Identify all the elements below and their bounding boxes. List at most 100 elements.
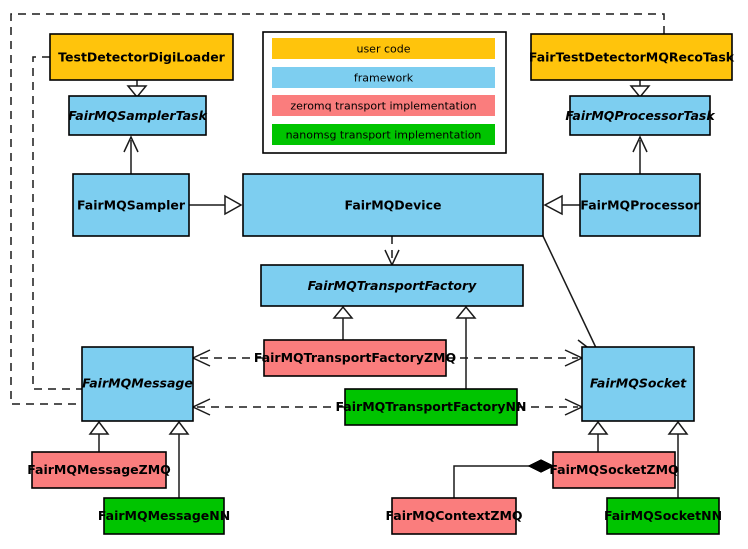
class-box-rect[interactable]	[260, 264, 524, 307]
node-layer: TestDetectorDigiLoader FairTestDetectorM…	[27, 33, 735, 535]
edge-recotask-to-processortask	[629, 80, 651, 99]
class-box-label: FairMQSocketNN	[604, 508, 722, 523]
class-box-fairmqsocket[interactable]: FairMQSocket	[581, 346, 695, 422]
edge-path	[453, 465, 540, 498]
edge-tfnn-to-transportfactory	[455, 305, 477, 389]
hollow-triangle-arrowhead	[224, 194, 243, 216]
class-box-rect[interactable]	[49, 33, 234, 81]
edge-digiloader-to-samplertask	[126, 80, 148, 99]
legend-item-user-code: user code	[272, 38, 495, 59]
class-box-rect[interactable]	[344, 388, 518, 426]
class-box-fairmqsocketzmq[interactable]: FairMQSocketZMQ	[549, 451, 679, 489]
hollow-triangle-arrowhead	[455, 305, 477, 319]
class-box-label: FairMQMessageZMQ	[27, 462, 171, 477]
class-box-label: FairMQSocketZMQ	[549, 462, 678, 477]
class-box-rect[interactable]	[530, 33, 733, 81]
open-arrowhead	[123, 135, 139, 153]
class-box-rect[interactable]	[569, 95, 711, 136]
class-box-fairmqtransportfactory[interactable]: FairMQTransportFactory	[260, 264, 524, 307]
composition-diamond-overlay	[527, 459, 555, 473]
edge-sampler-to-device	[189, 194, 243, 216]
class-box-rect[interactable]	[31, 451, 167, 489]
hollow-triangle-arrowhead	[543, 194, 563, 216]
class-box-testdetectordigiloader[interactable]: TestDetectorDigiLoader	[49, 33, 234, 81]
edge-messagenn-to-message	[168, 420, 190, 498]
filled-diamond-icon	[527, 459, 555, 473]
hollow-triangle-arrowhead	[332, 305, 354, 319]
legend-label-zeromq: zeromq transport implementation	[290, 100, 476, 113]
edge-sampler-to-samplertask	[123, 135, 139, 174]
legend-swatch-framework	[272, 67, 495, 88]
class-box-label: FairMQSamplerTask	[68, 108, 207, 123]
class-box-fairmqdevice[interactable]: FairMQDevice	[242, 173, 544, 237]
edge-device-to-socket	[542, 235, 602, 361]
class-box-label: FairMQDevice	[345, 198, 442, 213]
edge-path	[542, 235, 599, 353]
class-box-label: FairMQContextZMQ	[385, 508, 522, 523]
class-box-label: FairMQTransportFactory	[308, 278, 477, 293]
edge-processor-to-device	[543, 194, 580, 216]
class-box-rect[interactable]	[552, 451, 676, 489]
edge-socketnn-to-socket	[667, 420, 689, 498]
hollow-triangle-arrowhead	[88, 420, 110, 435]
legend-label-nanomsg: nanomsg transport implementation	[286, 129, 482, 142]
edge-device-to-transportfactory	[384, 236, 400, 267]
class-box-rect[interactable]	[606, 497, 720, 535]
class-box-rect[interactable]	[81, 346, 194, 422]
hollow-triangle-arrowhead	[587, 420, 609, 435]
class-box-rect[interactable]	[242, 173, 544, 237]
legend-item-zeromq: zeromq transport implementation	[272, 95, 495, 116]
edge-tfnn-to-socket	[517, 398, 584, 416]
class-box-label: FairTestDetectorMQRecoTask	[529, 50, 735, 65]
class-box-label: FairMQMessageNN	[98, 508, 230, 523]
edge-tfnn-to-message	[191, 398, 345, 416]
legend-item-nanomsg: nanomsg transport implementation	[272, 124, 495, 145]
class-box-rect[interactable]	[72, 173, 190, 237]
class-box-rect[interactable]	[391, 497, 517, 535]
class-box-label: TestDetectorDigiLoader	[58, 50, 226, 65]
class-box-fairmqsocketnn[interactable]: FairMQSocketNN	[604, 497, 722, 535]
hollow-triangle-arrowhead	[168, 420, 190, 435]
class-box-label: FairMQMessage	[82, 376, 193, 391]
class-box-label: FairMQTransportFactoryNN	[336, 399, 527, 414]
legend-label-framework: framework	[354, 72, 414, 85]
legend-label-user-code: user code	[356, 43, 410, 56]
class-box-fairmqmessagezmq[interactable]: FairMQMessageZMQ	[27, 451, 171, 489]
legend-swatch-user-code	[272, 38, 495, 59]
class-box-fairmqprocessortask[interactable]: FairMQProcessorTask	[565, 95, 715, 136]
class-box-label: FairMQProcessorTask	[565, 108, 715, 123]
legend: user code framework zeromq transport imp…	[262, 31, 507, 154]
hollow-triangle-arrowhead	[667, 420, 689, 435]
class-box-rect[interactable]	[581, 346, 695, 422]
hollow-triangle-arrowhead	[629, 85, 651, 99]
class-box-rect[interactable]	[579, 173, 701, 237]
class-box-fairmqmessage[interactable]: FairMQMessage	[81, 346, 194, 422]
class-box-rect[interactable]	[263, 339, 447, 377]
class-box-label: FairMQSocket	[590, 376, 687, 391]
class-box-fairmqcontextzmq[interactable]: FairMQContextZMQ	[385, 497, 523, 535]
legend-swatch-nanomsg	[272, 124, 495, 145]
legend-swatch-zeromq	[272, 95, 495, 116]
class-box-label: FairMQSampler	[77, 198, 186, 213]
edge-processor-to-processortask	[632, 135, 648, 174]
edge-layer	[10, 13, 689, 498]
class-box-rect[interactable]	[68, 95, 207, 136]
class-box-fairmqsampler[interactable]: FairMQSampler	[72, 173, 190, 237]
class-box-fairmqsamplertask[interactable]: FairMQSamplerTask	[68, 95, 207, 136]
class-box-label: FairMQTransportFactoryZMQ	[254, 350, 456, 365]
hollow-triangle-arrowhead	[126, 85, 148, 99]
class-box-fairmqprocessor[interactable]: FairMQProcessor	[579, 173, 701, 237]
legend-item-framework: framework	[272, 67, 495, 88]
edge-messagezmq-to-message	[88, 420, 110, 452]
edge-socketzmq-to-socket	[587, 420, 609, 452]
edge-tfzmq-to-transportfactory	[332, 305, 354, 340]
class-box-fairmqtransportfactorynn[interactable]: FairMQTransportFactoryNN	[336, 388, 527, 426]
edge-path	[10, 13, 665, 405]
class-box-rect[interactable]	[103, 497, 225, 535]
class-box-fairtestdetectormqrecotask[interactable]: FairTestDetectorMQRecoTask	[529, 33, 735, 81]
class-box-fairmqtransportfactoryzmq[interactable]: FairMQTransportFactoryZMQ	[254, 339, 456, 377]
class-box-fairmqmessagenn[interactable]: FairMQMessageNN	[98, 497, 230, 535]
class-box-label: FairMQProcessor	[580, 198, 700, 213]
